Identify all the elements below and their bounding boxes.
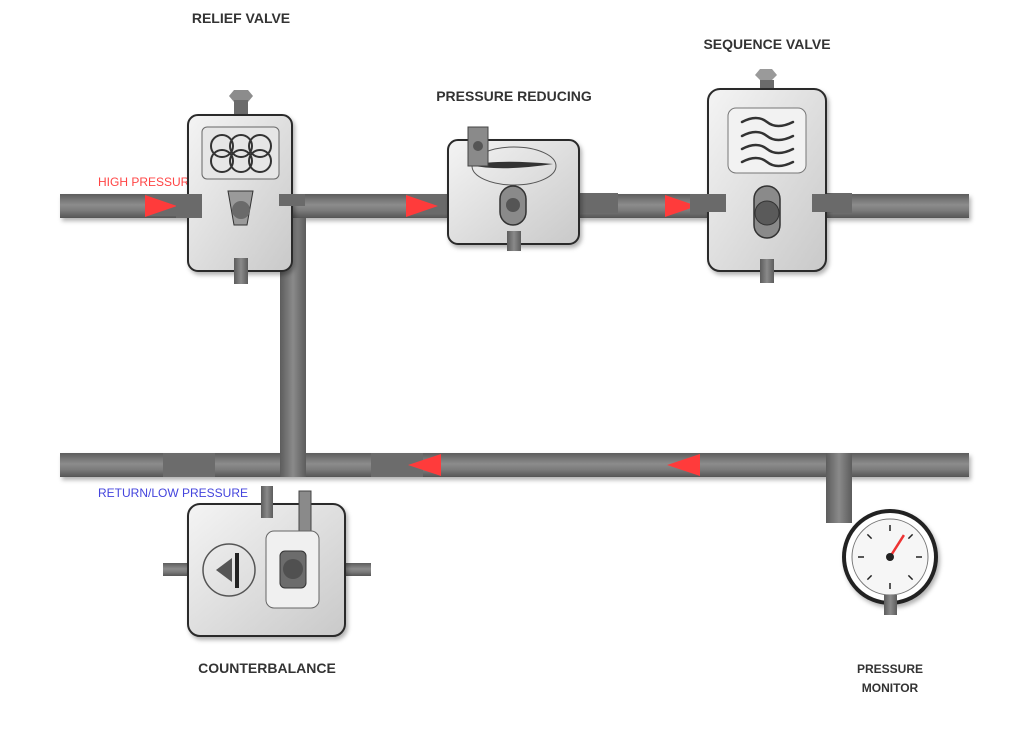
drain-stub xyxy=(507,231,521,251)
relief-valve[interactable] xyxy=(176,90,305,284)
relief-valve-title: RELIEF VALVE xyxy=(192,10,290,26)
check-valve-bar xyxy=(235,553,239,588)
left-port-stub xyxy=(163,563,189,576)
pressure-reducing-valve[interactable] xyxy=(447,126,580,251)
pilot-spool-ball xyxy=(283,559,303,579)
flow-arrow-left xyxy=(408,454,441,476)
flow-arrow-right xyxy=(665,195,697,217)
check-valve-circle xyxy=(202,543,256,597)
flow-arrow-left xyxy=(667,454,700,476)
counterbalance-title: COUNTERBALANCE xyxy=(198,660,336,676)
adjust-knob-icon[interactable] xyxy=(755,69,777,80)
drain-stub xyxy=(234,258,248,284)
gauge-ticks xyxy=(858,525,922,589)
return-line xyxy=(60,453,969,477)
spring-window xyxy=(201,126,280,180)
vertical-connector-pipe xyxy=(280,322,306,477)
return-pressure-label: RETURN/LOW PRESSURE xyxy=(98,486,248,500)
gauge-connector-pipe xyxy=(826,453,852,523)
spring-wave-icon xyxy=(740,116,795,168)
pilot-pivot xyxy=(473,141,483,151)
poppet-ball xyxy=(232,201,250,219)
flow-arrow-right xyxy=(145,195,177,217)
pressure-monitor-gauge[interactable] xyxy=(842,509,938,615)
diaphragm-icon xyxy=(470,161,553,169)
high-pressure-label: HIGH PRESSURE xyxy=(98,175,197,189)
pressure-monitor-title-line2: MONITOR xyxy=(862,681,919,695)
outlet-stub xyxy=(812,194,852,212)
spool-ball xyxy=(506,198,520,212)
gauge-hub xyxy=(886,553,894,561)
pressure-monitor-title-line1: PRESSURE xyxy=(857,662,923,676)
sequence-valve[interactable] xyxy=(690,69,852,283)
pressure-reducing-title: PRESSURE REDUCING xyxy=(436,88,592,104)
check-valve-arrow-icon xyxy=(216,558,232,582)
flow-arrow-right xyxy=(406,195,438,217)
return-connector-stub xyxy=(261,486,273,518)
spool-ball xyxy=(754,200,780,226)
inlet-stub xyxy=(176,194,202,218)
pilot-stem xyxy=(298,490,312,534)
adjust-knob-icon[interactable] xyxy=(229,90,253,102)
drain-stub xyxy=(760,259,774,283)
spring-coil-icon xyxy=(210,134,272,173)
inlet-stub xyxy=(690,194,726,212)
gauge-tick xyxy=(866,574,873,581)
gauge-tick xyxy=(907,533,914,540)
counterbalance-valve[interactable] xyxy=(163,486,371,637)
gauge-needle xyxy=(888,534,905,558)
gauge-stem xyxy=(884,595,897,615)
gauge-tick xyxy=(866,533,873,540)
sequence-valve-title: SEQUENCE VALVE xyxy=(703,36,830,52)
pipe-joint xyxy=(163,453,215,477)
outlet-stub xyxy=(279,194,305,206)
gauge-tick xyxy=(907,574,914,581)
